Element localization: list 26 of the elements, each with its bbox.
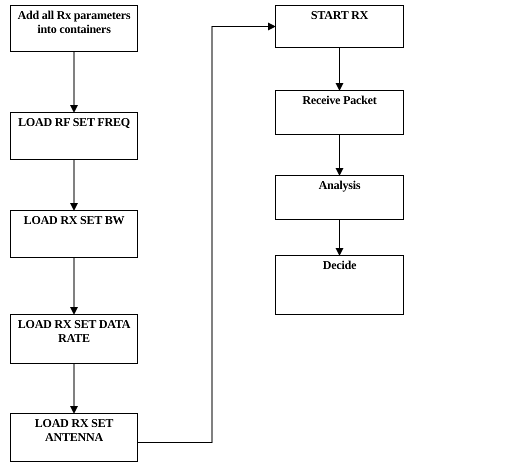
arrow — [336, 134, 344, 176]
process-box — [10, 413, 138, 462]
arrow — [336, 220, 344, 256]
arrow — [70, 364, 78, 414]
box-label: START RX — [310, 8, 368, 22]
arrow — [70, 160, 78, 211]
process-box — [10, 5, 138, 52]
process-box — [10, 112, 138, 160]
box-label: Decide — [322, 258, 356, 272]
process-box — [275, 175, 404, 220]
process-box — [10, 314, 138, 364]
arrow — [70, 52, 78, 113]
box-label: Receive Packet — [302, 93, 377, 107]
arrow — [336, 48, 344, 91]
box-label: LOAD RF SET FREQ — [18, 115, 130, 129]
process-box — [275, 90, 404, 135]
box-label: Analysis — [318, 178, 360, 192]
process-box — [275, 5, 404, 48]
arrow — [70, 258, 78, 315]
process-box — [275, 255, 404, 315]
process-box — [10, 210, 138, 258]
box-label: LOAD RX SET ANTENNA — [34, 416, 114, 444]
box-label: LOAD RX SET BW — [24, 213, 124, 227]
box-label: Add all Rx parameters into containers — [16, 8, 132, 36]
box-label: LOAD RX SET DATA RATE — [16, 317, 132, 345]
arrow — [138, 22, 276, 443]
